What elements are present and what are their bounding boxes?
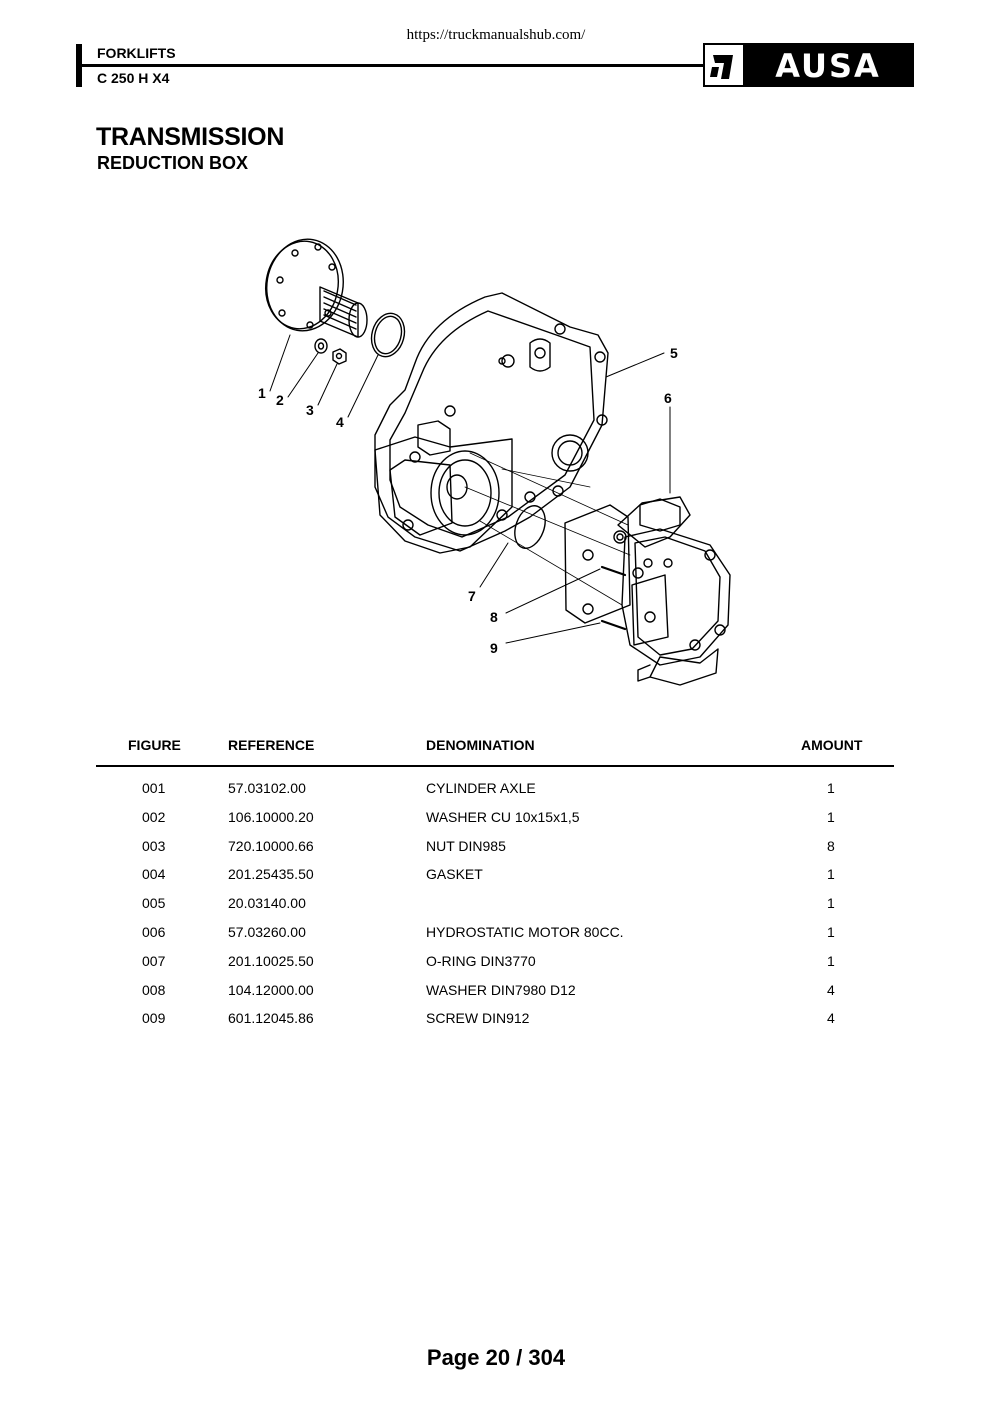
cell-figure: 002 bbox=[142, 808, 166, 825]
part-hydrostatic-motor bbox=[564, 496, 731, 686]
cell-denomination: SCREW DIN912 bbox=[426, 1010, 530, 1027]
part-nut bbox=[332, 348, 347, 365]
part-gasket bbox=[370, 312, 406, 358]
callout-8: 8 bbox=[490, 609, 498, 625]
table-row: 008 104.12000.00 WASHER DIN7980 D12 4 bbox=[96, 982, 894, 1011]
cell-denomination: WASHER CU 10x15x1,5 bbox=[426, 808, 580, 825]
cell-reference: 601.12045.86 bbox=[228, 1010, 314, 1027]
table-row: 002 106.10000.20 WASHER CU 10x15x1,5 1 bbox=[96, 809, 894, 838]
callout-3: 3 bbox=[306, 402, 314, 418]
cell-reference: 57.03102.00 bbox=[228, 780, 306, 796]
callout-4: 4 bbox=[336, 414, 344, 430]
cell-reference: 201.25435.50 bbox=[228, 866, 314, 883]
cell-amount: 4 bbox=[827, 1010, 835, 1027]
table-row: 006 57.03260.00 HYDROSTATIC MOTOR 80CC. … bbox=[96, 924, 894, 953]
header-amount: AMOUNT bbox=[801, 737, 863, 753]
cell-amount: 1 bbox=[827, 780, 835, 796]
callout-5: 5 bbox=[670, 345, 678, 361]
callout-6: 6 bbox=[664, 390, 672, 406]
cell-amount: 4 bbox=[827, 981, 835, 998]
part-washer bbox=[314, 338, 328, 354]
part-o-ring bbox=[514, 505, 546, 549]
logo-text: AUSA bbox=[775, 47, 881, 85]
ausa-logo: AUSA bbox=[703, 43, 914, 87]
cell-figure: 004 bbox=[142, 866, 166, 883]
header-model: C 250 H X4 bbox=[97, 70, 170, 86]
cell-reference: 720.10000.66 bbox=[228, 837, 314, 854]
cell-figure: 001 bbox=[142, 780, 166, 796]
header-figure: FIGURE bbox=[128, 737, 181, 753]
cell-denomination: O-RING DIN3770 bbox=[426, 952, 536, 969]
header-reference: REFERENCE bbox=[228, 737, 315, 753]
cell-figure: 006 bbox=[142, 923, 166, 940]
cell-amount: 1 bbox=[827, 808, 835, 825]
cell-reference: 57.03260.00 bbox=[228, 923, 306, 940]
header-rule bbox=[82, 64, 706, 67]
table-row: 001 57.03102.00 CYLINDER AXLE 1 bbox=[96, 780, 894, 809]
table-row: 009 601.12045.86 SCREW DIN912 4 bbox=[96, 1010, 894, 1039]
cell-figure: 008 bbox=[142, 981, 166, 998]
cell-amount: 1 bbox=[827, 952, 835, 969]
table-header: FIGURE REFERENCE DENOMINATION AMOUNT bbox=[96, 736, 894, 767]
cell-amount: 1 bbox=[827, 923, 835, 940]
parts-table: FIGURE REFERENCE DENOMINATION AMOUNT 001… bbox=[96, 736, 894, 1039]
source-url[interactable]: https://truckmanualshub.com/ bbox=[406, 27, 586, 43]
page-subtitle: REDUCTION BOX bbox=[97, 153, 249, 173]
cell-amount: 1 bbox=[827, 866, 835, 883]
cell-denomination: CYLINDER AXLE bbox=[426, 780, 536, 796]
cell-amount: 8 bbox=[827, 837, 835, 854]
callout-2: 2 bbox=[276, 392, 284, 408]
callout-7: 7 bbox=[468, 588, 476, 604]
page-number: Page 20 / 304 bbox=[426, 1345, 566, 1370]
cell-reference: 104.12000.00 bbox=[228, 981, 314, 998]
cell-denomination: NUT DIN985 bbox=[426, 837, 506, 854]
table-body: 001 57.03102.00 CYLINDER AXLE 1 002 106.… bbox=[96, 767, 894, 1039]
cell-figure: 003 bbox=[142, 837, 166, 854]
cell-amount: 1 bbox=[827, 895, 835, 912]
header-bar bbox=[76, 44, 82, 87]
table-row: 004 201.25435.50 GASKET 1 bbox=[96, 866, 894, 895]
table-row: 005 20.03140.00 1 bbox=[96, 895, 894, 924]
cell-denomination: GASKET bbox=[426, 866, 483, 883]
part-housing bbox=[374, 292, 609, 554]
cell-reference: 201.10025.50 bbox=[228, 952, 314, 969]
header-denomination: DENOMINATION bbox=[426, 737, 535, 753]
cell-figure: 007 bbox=[142, 952, 166, 969]
part-cylinder-axle bbox=[265, 238, 368, 338]
cell-figure: 009 bbox=[142, 1010, 166, 1027]
table-row: 003 720.10000.66 NUT DIN985 8 bbox=[96, 838, 894, 867]
cell-figure: 005 bbox=[142, 895, 166, 912]
cell-denomination: HYDROSTATIC MOTOR 80CC. bbox=[426, 923, 624, 940]
callout-1: 1 bbox=[258, 385, 266, 401]
header-category: FORKLIFTS bbox=[97, 45, 176, 61]
cell-reference: 106.10000.20 bbox=[228, 808, 314, 825]
cell-reference: 20.03140.00 bbox=[228, 895, 306, 912]
exploded-diagram: 1 2 3 4 5 6 7 8 9 bbox=[258, 238, 731, 686]
callout-9: 9 bbox=[490, 640, 498, 656]
cell-denomination: WASHER DIN7980 D12 bbox=[426, 981, 576, 998]
table-row: 007 201.10025.50 O-RING DIN3770 1 bbox=[96, 953, 894, 982]
page-title: TRANSMISSION bbox=[96, 123, 285, 151]
